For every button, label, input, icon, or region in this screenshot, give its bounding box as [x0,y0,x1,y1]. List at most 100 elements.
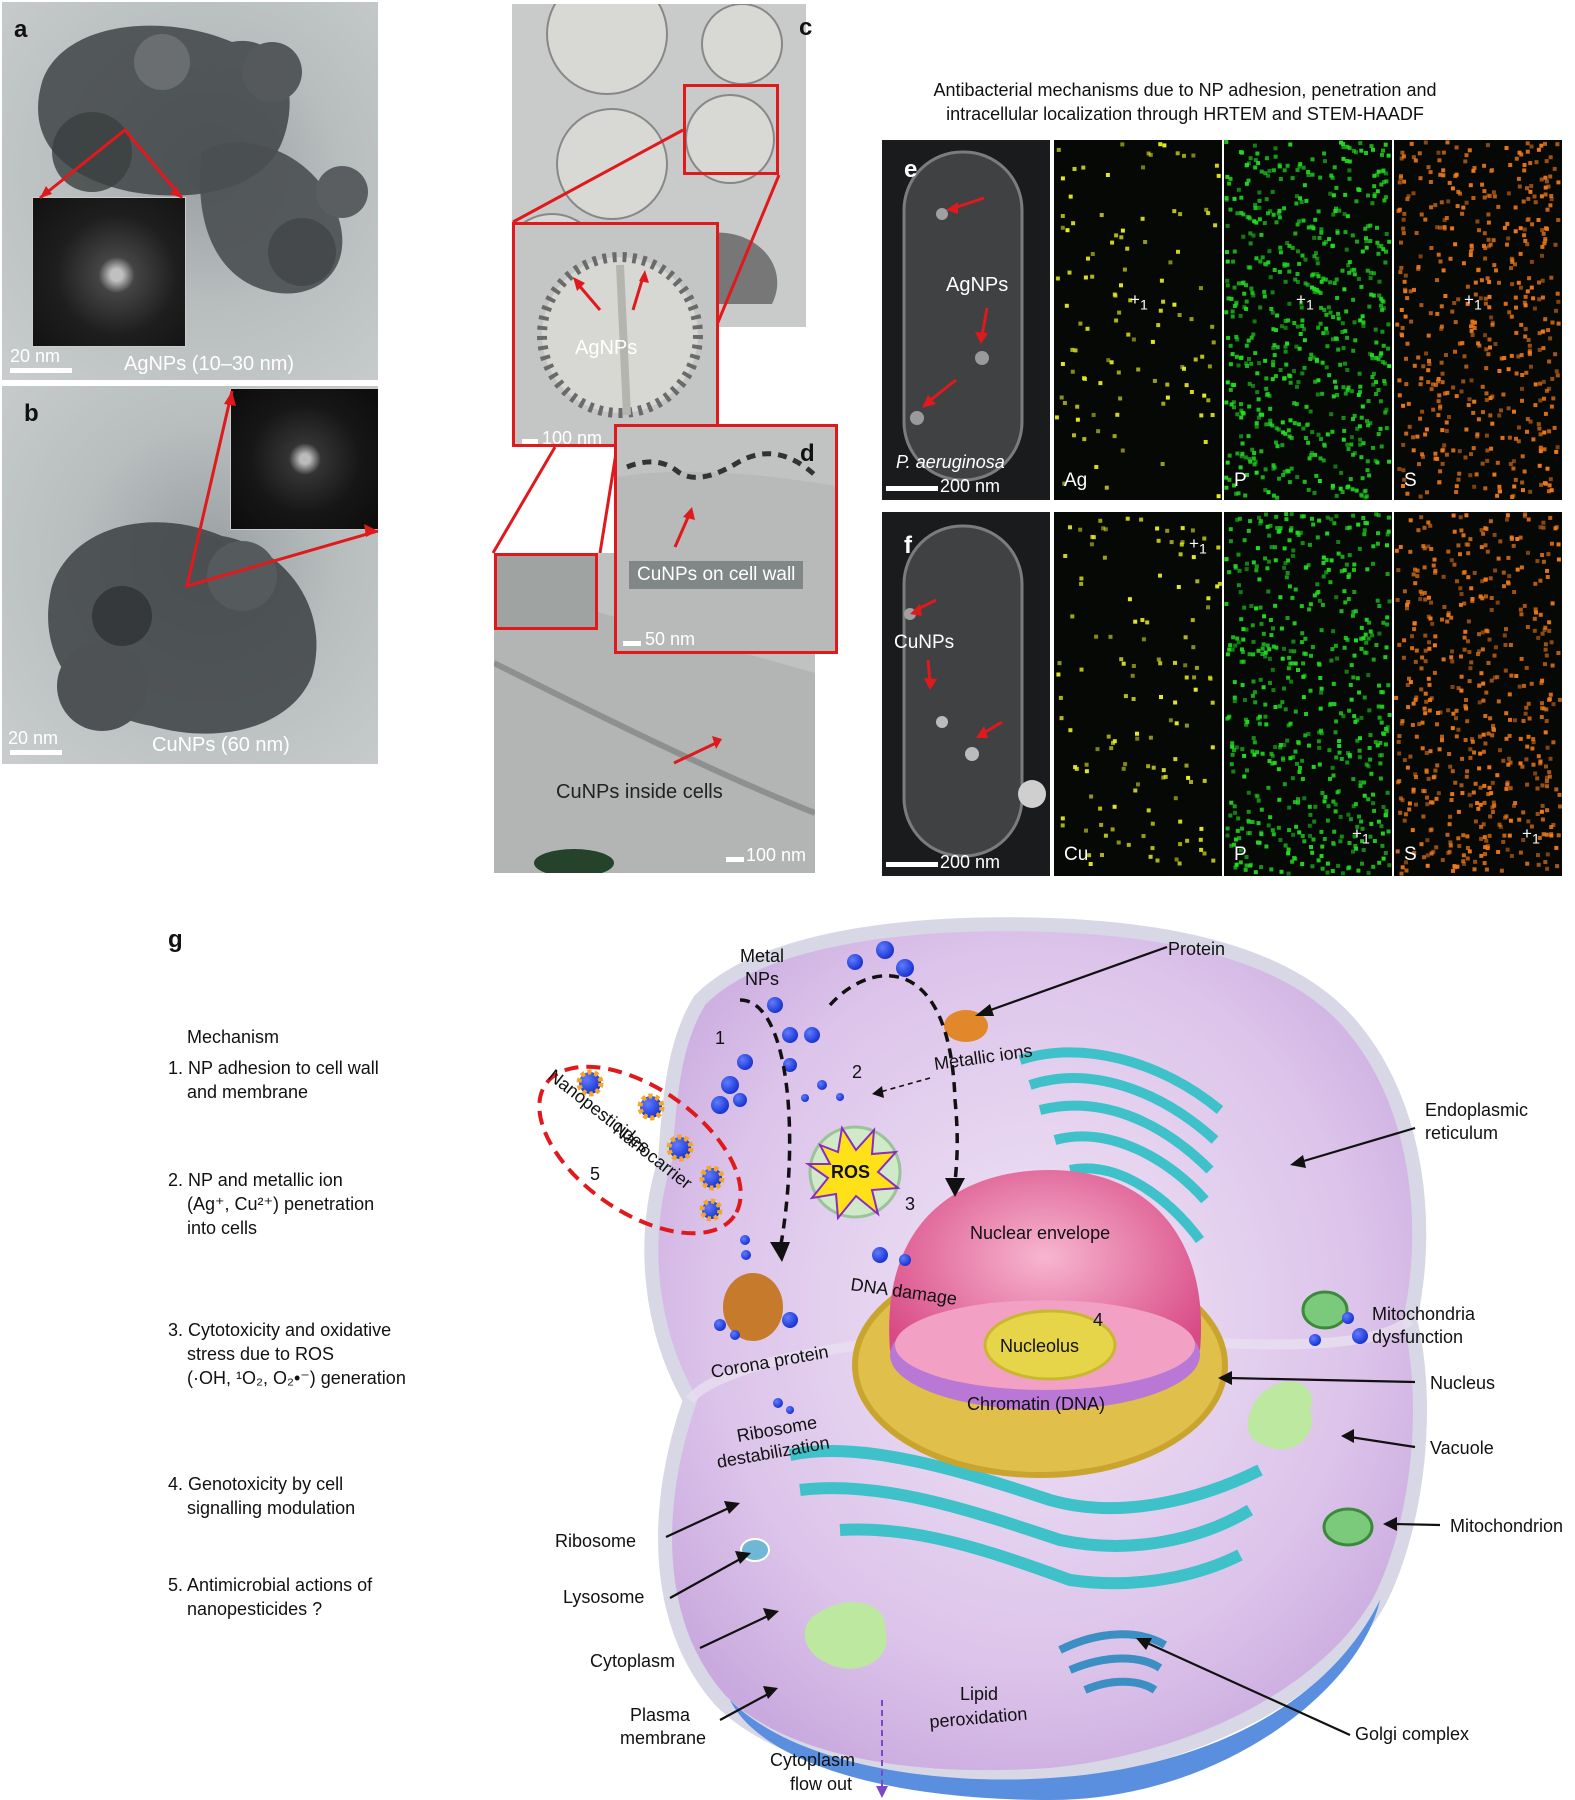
ros-burst [804,1125,901,1221]
np-entry-arrow-1-head [770,1242,790,1262]
marker-sub: 1 [1361,831,1370,848]
label-flow-line1: Cytoplasm [770,1750,855,1770]
panel-a-tem-image: a 20 nm AgNPs (10–30 nm) [2,2,378,380]
mechanism-2-line1: 2. NP and metallic ion [168,1170,343,1190]
mitochondrion-lower [1322,1507,1374,1547]
np-entry-arrow-1 [739,998,792,1251]
mechanism-1-line2: and membrane [187,1082,309,1102]
label-num-4: 4 [1093,1310,1103,1330]
np-entry-arrow-2-head [945,1178,965,1197]
panel-e-map-p-label: P [1234,470,1247,491]
marker-plus: + [1296,290,1306,309]
label-ros: ROS [831,1162,870,1182]
nanopesticide-group [537,1064,743,1236]
panel-ef-title-line2: intracellular localization through HRTEM… [946,104,1424,124]
mechanism-item-3: 3. Cytotoxicity and oxidative stress due… [168,1318,406,1390]
marker-plus: + [1522,824,1532,843]
marker-plus: + [1130,290,1140,309]
panel-f-map-s-dots [1394,512,1562,876]
panel-e-scale-bar [886,486,938,491]
label-metal-nps-line1: Metal [740,946,784,966]
panel-e-map-p-marker: +1 [1296,290,1314,313]
label-lysosome: Lysosome [563,1587,644,1607]
metal-nanoparticles [711,941,1368,1414]
marker-sub: 1 [1305,297,1314,314]
panel-e-bacterium [902,150,1024,482]
lower-endoplasmic-reticulum [788,1445,1263,1590]
panel-f-map-s: S +1 [1394,512,1562,876]
cell-base-blue [730,1600,1380,1800]
label-plasma-line2: membrane [620,1728,706,1748]
mechanism-4-line1: 4. Genotoxicity by cell [168,1474,344,1494]
panel-c-zoom-box [683,84,779,175]
panel-f-map-s-marker: +1 [1522,824,1540,847]
panel-b-scale-bar [10,750,62,755]
label-mitochondrion: Mitochondrion [1450,1516,1563,1536]
label-leader-arrows [665,945,1441,1737]
panel-g-label: g [168,926,183,953]
vacuole-right [1247,1381,1312,1450]
panel-e-haadf-image: e AgNPs P. aeruginosa 200 nm [882,140,1050,500]
marker-sub: 1 [1473,297,1482,314]
metallic-ions-arrow-head [872,1086,884,1098]
mechanism-title: Mechanism [187,1027,280,1047]
marker-plus: + [1352,824,1362,843]
panel-b-scale-text: 20 nm [8,728,59,748]
mechanism-2-line2: (Ag⁺, Cu²⁺) penetration [187,1194,375,1214]
label-cytoplasm: Cytoplasm [590,1651,675,1671]
label-endoplasmic-line2: reticulum [1425,1123,1498,1143]
label-num-5: 5 [590,1164,600,1184]
mechanism-5-line1: 5. Antimicrobial actions of [168,1575,373,1595]
panel-d-annotation-wall: CuNPs on cell wall [629,561,804,589]
mechanism-item-5: 5. Antimicrobial actions of nanopesticid… [168,1573,372,1621]
panel-e-map-s: S +1 [1394,140,1562,500]
label-golgi: Golgi complex [1355,1724,1469,1744]
panel-c-label: c [799,14,813,41]
label-num-2: 2 [852,1062,862,1082]
label-lipid-line1: Lipid [960,1684,998,1704]
label-plasma-line1: Plasma [630,1705,691,1725]
panel-f-scale-bar [886,862,938,867]
mechanism-item-2: 2. NP and metallic ion (Ag⁺, Cu²⁺) penet… [168,1168,374,1240]
panel-f-map-cu-marker: +1 [1189,534,1207,557]
panel-d-scale-bar-inset [623,641,641,646]
panel-e-species: P. aeruginosa [896,452,1005,472]
panel-b-caption: CuNPs (60 nm) [152,734,290,756]
panel-f-map-p-label: P [1234,844,1247,865]
panel-b-arrows [184,390,378,589]
panel-e-map-ag-marker: +1 [1130,290,1148,313]
panel-e-map-ag: Ag +1 [1054,140,1222,500]
panel-e-label: e [904,156,918,183]
panel-b-particles [48,522,317,734]
mechanism-2-line3: into cells [187,1218,258,1238]
panel-f-bacterium [902,524,1046,858]
label-protein: Protein [1168,939,1225,959]
panel-f-np-label: CuNPs [894,632,955,653]
protein [944,1010,988,1042]
nucleus [852,1170,1228,1478]
label-flow-line2: flow out [790,1774,852,1794]
mechanism-5-line2: nanopesticides ? [187,1599,323,1619]
panel-a-scale-text: 20 nm [10,346,61,366]
mechanism-4-line2: signalling modulation [187,1498,356,1518]
panel-f-map-p-marker: +1 [1352,824,1370,847]
panel-e-map-s-marker: +1 [1464,290,1482,313]
panel-d-scale-text-main: 100 nm [746,845,807,865]
panel-b-label: b [24,400,39,427]
panel-c-scale-bar [522,439,538,444]
panel-f-map-cu-dots [1056,516,1222,866]
panel-a-caption: AgNPs (10–30 nm) [124,353,295,375]
label-endoplasmic-line1: Endoplasmic [1425,1100,1528,1120]
panel-e-map-s-dots [1395,140,1561,499]
mechanism-3-line2: stress due to ROS [187,1344,335,1364]
panel-f-scale-text: 200 nm [940,852,1001,872]
panel-e-map-s-label: S [1404,470,1417,491]
marker-sub: 1 [1198,541,1207,558]
corona-protein [723,1273,783,1341]
golgi-complex [1058,1630,1168,1694]
panel-f-map-p: P +1 [1224,512,1392,876]
panel-e-map-ag-label: Ag [1064,470,1088,491]
panel-f-map-cu-label: Cu [1064,844,1089,865]
panel-c-scale-text: 100 nm [542,428,603,447]
